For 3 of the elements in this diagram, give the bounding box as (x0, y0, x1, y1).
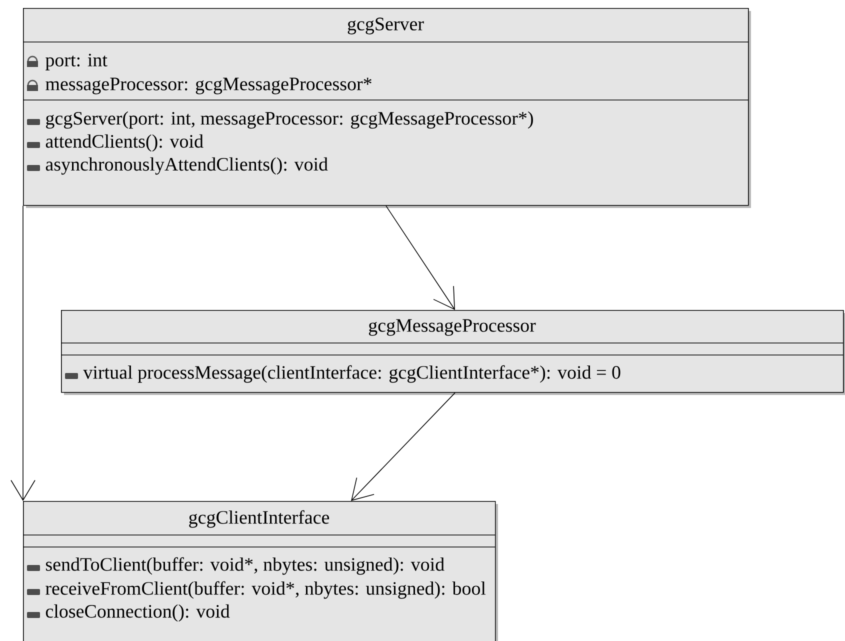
association-arrow (351, 392, 456, 502)
association-arrow (386, 205, 455, 310)
association-arrow (10, 205, 36, 501)
